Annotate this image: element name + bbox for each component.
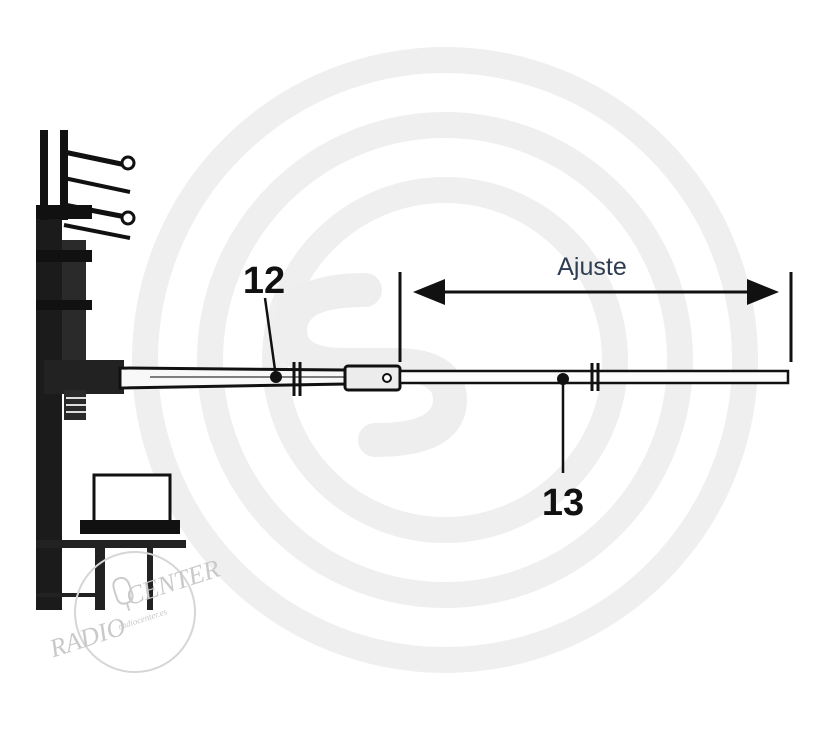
callout-label-12: 12 — [243, 260, 285, 302]
microphone-icon — [112, 576, 134, 612]
leader-line-12 — [263, 297, 278, 378]
stamp-brand-right: CENTER — [122, 554, 223, 612]
callout-label-13: 13 — [542, 482, 584, 524]
rod-element-13 — [398, 363, 790, 391]
leader-dot-12 — [270, 371, 282, 383]
rod-element-12 — [118, 362, 402, 396]
stamp-brand-left: RADIO — [45, 612, 129, 664]
callout-12: 12 — [243, 260, 285, 383]
arrowhead-right — [747, 279, 779, 305]
adjustment-dimension — [398, 272, 793, 362]
leader-dot-13 — [557, 373, 569, 385]
dimension-label: Ajuste — [557, 253, 626, 281]
antenna-mast — [36, 130, 186, 610]
watermark-rings — [132, 47, 758, 673]
stamp-site: radiocenter.es — [117, 606, 169, 631]
callout-13: 13 — [542, 373, 584, 524]
arrowhead-left — [413, 279, 445, 305]
